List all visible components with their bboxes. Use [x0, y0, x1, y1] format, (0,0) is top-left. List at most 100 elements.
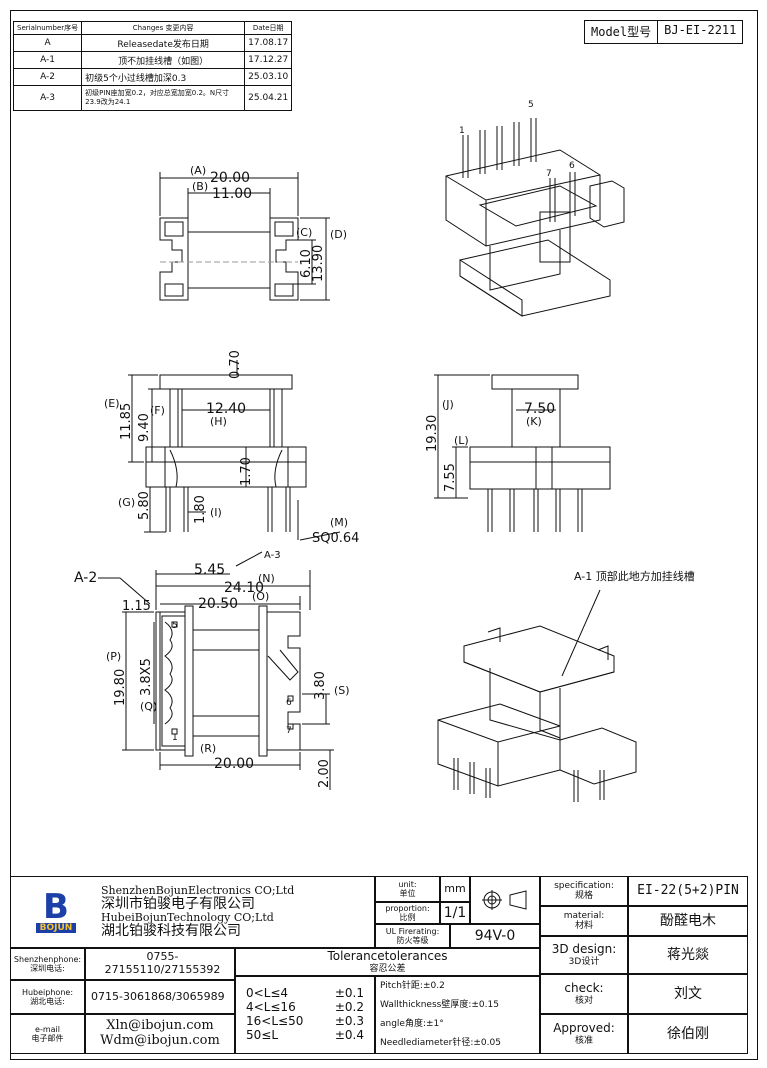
- dim-label: (G): [118, 496, 135, 509]
- proportion-value: 1/1: [440, 902, 470, 924]
- dim-value: 6.10: [299, 249, 314, 278]
- dim-value: 19.80: [113, 669, 128, 706]
- tolerance-range: 50≤L: [246, 1027, 279, 1042]
- email-1: Xln@ibojun.com: [106, 1018, 214, 1034]
- model-box: Model型号 BJ-EI-2211: [584, 20, 744, 44]
- dim-value: 20.00: [210, 170, 250, 186]
- model-value: BJ-EI-2211: [657, 21, 742, 43]
- check-value: 刘文: [628, 974, 748, 1014]
- tolerance-value: ±0.3: [334, 1014, 364, 1028]
- email-label: e-mail: [35, 1024, 60, 1034]
- dim-label: (S): [334, 684, 350, 697]
- dim-label: (O): [252, 590, 269, 603]
- revision-note: A-1 顶部此地方加挂线槽: [574, 569, 695, 583]
- wall-tolerance: Wallthickness壁厚度:±0.15: [380, 1000, 499, 1011]
- bojun-logo-mark: B: [43, 886, 69, 927]
- logo-text: BOJUN: [35, 922, 77, 934]
- approved-label-cn: 核准: [574, 1035, 593, 1046]
- dim-value: 1.15: [122, 599, 151, 614]
- dim-value: 3.8X5: [139, 658, 154, 696]
- dim-label: (D): [330, 228, 347, 241]
- email-label-cell: e-mail 电子邮件: [10, 1014, 85, 1054]
- top-view: [159, 172, 330, 301]
- technical-drawing: (A) 20.00 (B) 11.00 (C) 6.10 (D) 13.90: [74, 100, 695, 802]
- pin-number: 7: [286, 726, 292, 736]
- projection-symbol-icon: [482, 890, 527, 910]
- spec-label-cell: specification: 规格: [540, 876, 628, 906]
- dim-value: 11.00: [212, 186, 252, 202]
- tolerance-table: 0<L≤4±0.1 4<L≤16±0.2 16<L≤50 ±0.3 50≤L ±0.…: [235, 976, 375, 1054]
- front-view: [128, 360, 341, 541]
- title-block: B BOJUN ShenzhenBojunElectronics CO;Ltd …: [10, 876, 748, 1054]
- proportion-label-cn: 比例: [399, 913, 416, 922]
- isometric-view-top: [445, 118, 625, 317]
- angle-tolerance: angle角度:±1°: [380, 1019, 444, 1030]
- hb-phone-label-cn: 湖北电话:: [30, 997, 65, 1006]
- dim-value: 2.00: [317, 759, 332, 788]
- sz-phone-value: 0755-27155110/27155392: [85, 948, 235, 980]
- company-name-cn: 湖北铂骏科技有限公司: [101, 923, 241, 940]
- dim-value: SQ0.64: [312, 531, 359, 546]
- tolerance-value: ±0.1: [334, 986, 364, 1001]
- isometric-view-bottom: [437, 589, 637, 802]
- dim-label: (R): [200, 742, 216, 755]
- spec-label: specification:: [554, 880, 614, 891]
- tolerance-row: 4<L≤16±0.2: [246, 1000, 364, 1015]
- company-name-en: ShenzhenBojunElectronics CO;Ltd: [101, 883, 295, 897]
- rev-serial: A-3: [12, 85, 83, 111]
- dim-value: 11.85: [119, 403, 134, 440]
- dim-label: (B): [192, 180, 208, 193]
- side-view: [434, 374, 611, 532]
- bottom-view: [98, 551, 334, 790]
- dim-value: 5.80: [137, 491, 152, 520]
- logo: B BOJUN: [11, 886, 101, 934]
- material-label-cn: 材料: [574, 921, 593, 931]
- pin-number: 5: [172, 621, 178, 631]
- tolerance-range: 16<L≤50: [246, 1014, 304, 1028]
- design-label-cn: 3D设计: [568, 956, 600, 967]
- model-label: Model型号: [591, 25, 652, 39]
- dim-label: (A): [190, 164, 206, 177]
- check-label: check:: [564, 980, 604, 995]
- dim-label: (F): [150, 404, 165, 417]
- tolerance-row: 50≤L ±0.4: [246, 1027, 364, 1043]
- tolerance-title-cn: 容忍公差: [369, 963, 406, 974]
- design-label: 3D design:: [551, 941, 617, 956]
- company-block: B BOJUN ShenzhenBojunElectronics CO;Ltd …: [10, 876, 375, 948]
- pin-number: 6: [569, 161, 575, 171]
- tolerance-value: ±0.2: [334, 1000, 364, 1015]
- unit-value: mm: [440, 876, 470, 902]
- tolerance-row: 0<L≤4±0.1: [246, 987, 364, 1001]
- dim-label: (I): [210, 506, 222, 519]
- dim-value: 7.55: [443, 463, 458, 492]
- tolerance-title-cell: Tolerancetolerances 容忍公差: [235, 948, 540, 976]
- sz-phone-label-cn: 深圳电话:: [30, 964, 65, 973]
- dim-value: 1.80: [193, 495, 208, 524]
- revision-callout: A-2: [74, 570, 97, 586]
- ul-value: 94V-0: [450, 924, 540, 948]
- pin-number: 5: [528, 100, 534, 110]
- tolerance-title: Tolerancetolerances: [327, 948, 448, 963]
- spec-value: EI-22(5+2)PIN: [628, 876, 748, 906]
- approved-label: Approved:: [553, 1020, 615, 1035]
- tolerance-value: ±0.4: [334, 1027, 364, 1042]
- dim-label: (N): [258, 572, 275, 585]
- check-label-cell: check: 核对: [540, 974, 628, 1014]
- dim-value: 12.40: [206, 401, 246, 417]
- company-name-cn: 深圳市铂骏电子有限公司: [101, 895, 255, 912]
- pin-number: 1: [172, 733, 178, 743]
- sz-phone-label: Shenzhenphone:: [13, 954, 82, 964]
- approved-label-cell: Approved: 核准: [540, 1014, 628, 1054]
- design-label-cell: 3D design: 3D设计: [540, 936, 628, 974]
- dim-label: (K): [526, 415, 542, 428]
- approved-value: 徐伯刚: [628, 1014, 748, 1054]
- dim-value: 0.70: [228, 350, 243, 379]
- pin-number: 7: [546, 169, 552, 179]
- hb-phone-value: 0715-3061868/3065989: [85, 980, 235, 1014]
- pin-number: 1: [459, 126, 465, 136]
- proportion-label: proportion:: [385, 903, 430, 913]
- dim-value: 19.30: [425, 415, 440, 452]
- company-name-en: HubeiBojunTechnology CO;Ltd: [101, 911, 274, 924]
- dim-value: 20.00: [214, 756, 254, 772]
- material-value: 酚醛电木: [628, 906, 748, 936]
